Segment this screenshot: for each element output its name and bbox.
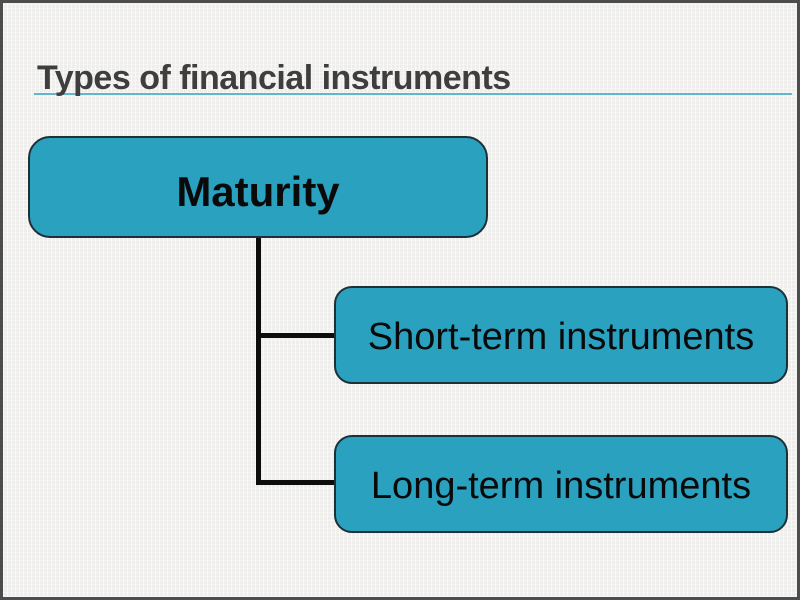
node-maturity: Maturity	[28, 136, 488, 238]
node-maturity-label: Maturity	[176, 168, 340, 215]
title-underline	[34, 93, 792, 95]
connector-vertical	[256, 237, 261, 485]
node-short-term-label: Short-term instruments	[367, 315, 755, 358]
node-long-term-instruments: Long-term instruments	[334, 435, 788, 533]
connector-branch-short-term	[256, 333, 336, 338]
connector-branch-long-term	[256, 480, 336, 485]
node-long-term-label: Long-term instruments	[370, 464, 752, 507]
page-title: Types of financial instruments	[37, 59, 511, 97]
node-short-term-instruments: Short-term instruments	[334, 286, 788, 384]
